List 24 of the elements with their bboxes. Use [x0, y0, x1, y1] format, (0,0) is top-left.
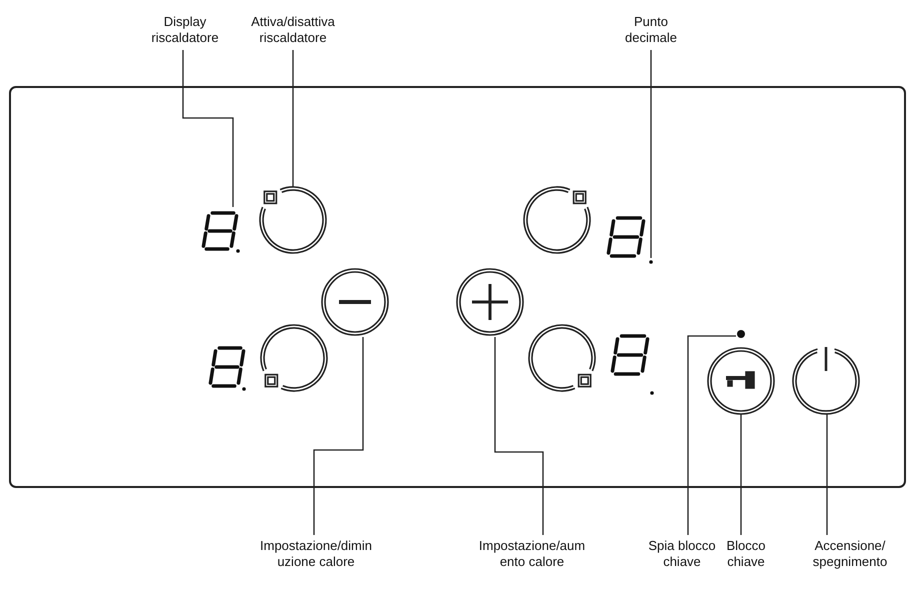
- callout-label: Blocco chiave: [724, 538, 768, 570]
- leader-line: [292, 50, 294, 187]
- leader-line: [826, 414, 828, 535]
- leader-line: [494, 337, 544, 535]
- leader-line: [313, 337, 364, 535]
- leader-line: [650, 50, 652, 258]
- power-button: [792, 347, 860, 415]
- decimal-point: [649, 260, 653, 264]
- callout-label: Spia blocco chiave: [644, 538, 720, 570]
- callout-label: Impostazione/dimin uzione calore: [253, 538, 379, 570]
- leader-line: [687, 335, 736, 535]
- callout-label: Punto decimale: [615, 14, 687, 46]
- callout-label: Impostazione/aum ento calore: [475, 538, 589, 570]
- callout-label: Accensione/ spegnimento: [807, 538, 893, 570]
- leader-line: [740, 414, 742, 535]
- indicator-dot: [737, 330, 745, 338]
- callout-label: Display riscaldatore: [143, 14, 227, 46]
- minus-button: [321, 268, 389, 336]
- key-lock-button: [707, 347, 775, 415]
- leader-line: [182, 50, 234, 207]
- callout-label: Attiva/disattiva riscaldatore: [237, 14, 349, 46]
- seven-segment-digit: [202, 211, 238, 251]
- heater-ring-button: [259, 186, 327, 254]
- plus-button: [456, 268, 524, 336]
